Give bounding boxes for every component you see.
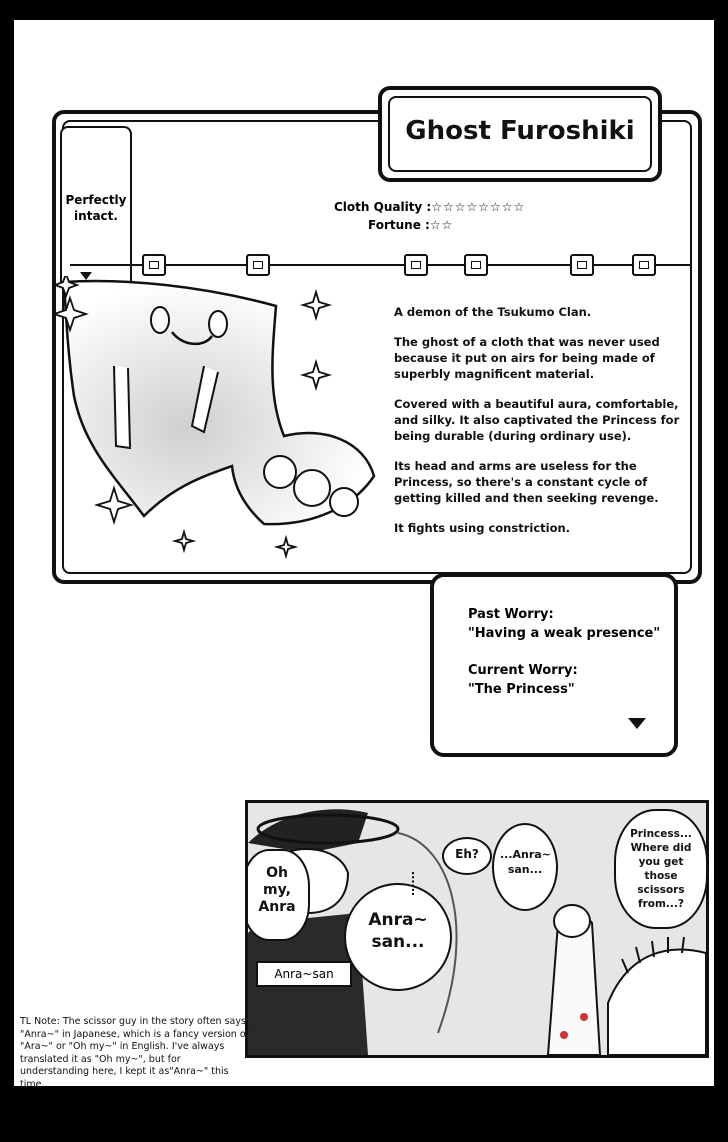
speech-bubble-text: Princess... Where did you get those scis… (630, 828, 692, 910)
title-box: Ghost Furoshiki (378, 86, 662, 182)
manga-page: Perfectly intact. Ghost Furoshiki Cloth … (14, 20, 714, 1090)
cloth-quality-row: Cloth Quality :☆☆☆☆☆☆☆☆ (334, 198, 525, 216)
ghost-furoshiki-illustration (54, 276, 376, 560)
speech-bubble-text: ...Anra~ san... (500, 848, 551, 876)
past-worry-label: Past Worry: (468, 607, 554, 622)
description-paragraph: It fights using constriction. (394, 521, 571, 535)
fortune-stars: ☆☆ (429, 218, 454, 232)
speech-bubble-princess: Princess... Where did you get those scis… (614, 809, 706, 929)
description-paragraph: The ghost of a cloth that was never used… (394, 335, 660, 381)
past-worry-value: "Having a weak presence" (468, 626, 661, 641)
cloth-quality-stars: ☆☆☆☆☆☆☆☆ (431, 200, 526, 214)
speech-bubble-text: Anra~ san... (368, 910, 428, 952)
profile-card-inner-border (62, 120, 692, 574)
current-worry-value: "The Princess" (468, 682, 575, 697)
description-paragraph: Its head and arms are useless for the Pr… (394, 459, 659, 505)
rail-knot (632, 254, 656, 276)
down-arrow-icon (80, 272, 92, 280)
rail-knot (404, 254, 428, 276)
status-tag-line1: Perfectly (65, 193, 127, 207)
fortune-row: Fortune :☆☆ (334, 216, 525, 234)
rail-knot (142, 254, 166, 276)
fortune-label: Fortune : (368, 218, 430, 232)
rail-divider (70, 264, 690, 266)
status-tag-text: Perfectly intact. (62, 192, 130, 224)
status-tag: Perfectly intact. (60, 126, 132, 290)
comic-panel: Oh my, Anra Eh? ...Anra~ san... Anra~ sa… (245, 800, 709, 1058)
speech-bubble-oh-my: Oh my, Anra (248, 849, 310, 941)
card-title: Ghost Furoshiki (405, 116, 635, 146)
speech-bubble-eh: Eh? (442, 837, 492, 875)
rail-knot (570, 254, 594, 276)
caption-box: Anra~san (256, 961, 352, 987)
status-tag-line2: intact. (74, 209, 118, 223)
translator-note: TL Note: The scissor guy in the story of… (20, 1016, 249, 1090)
stats-block: Cloth Quality :☆☆☆☆☆☆☆☆ Fortune :☆☆ (334, 198, 525, 234)
rail-knot (464, 254, 488, 276)
cloth-quality-label: Cloth Quality : (334, 200, 432, 214)
down-arrow-icon (628, 718, 646, 729)
description-paragraph: Covered with a beautiful aura, comfortab… (394, 397, 680, 443)
speech-bubble-text: Oh my, Anra (258, 865, 296, 915)
worry-text: Past Worry: "Having a weak presence" Cur… (468, 605, 660, 699)
speech-bubble-text: Eh? (455, 847, 479, 861)
ellipsis-mark: ...... (409, 871, 422, 897)
speech-bubble-anra-san-1: ...Anra~ san... (492, 823, 558, 911)
rail-knot (246, 254, 270, 276)
current-worry-label: Current Worry: (468, 663, 578, 678)
description-paragraph: A demon of the Tsukumo Clan. (394, 305, 592, 319)
description-block: A demon of the Tsukumo Clan. The ghost o… (394, 304, 694, 550)
worry-box: Past Worry: "Having a weak presence" Cur… (430, 573, 678, 757)
speech-bubble-anra-san-2: Anra~ san... (344, 883, 452, 991)
